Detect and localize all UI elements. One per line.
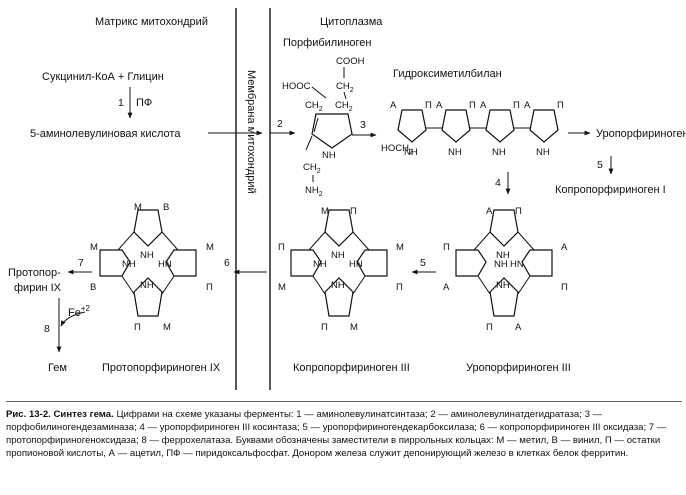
figure-caption: Рис. 13-2. Синтез гема. Цифрами на схеме… (6, 401, 682, 494)
svg-text:П: П (469, 100, 476, 111)
heme-synthesis-diagram: Матрикс митохондрий Цитоплазма Мембрана … (8, 8, 686, 390)
svg-text:А: А (390, 100, 397, 111)
coprogen3-sub: П (396, 282, 403, 293)
protogen9-sub: М (206, 242, 214, 253)
caption-paragraph: Рис. 13-2. Синтез гема. Цифрами на схеме… (6, 408, 682, 460)
svg-text:NH: NH (313, 259, 327, 270)
protoporphyrin-label-2: фирин IX (14, 282, 62, 294)
svg-text:HOOC: HOOC (282, 81, 311, 92)
cytoplasm-label: Цитоплазма (320, 16, 383, 28)
fe-arrow (60, 311, 86, 327)
step5-number: 5 (420, 257, 426, 269)
hydroxymethylbilane-structure: Гидроксиметилбилан HOCH2 А П А П А П А П… (381, 68, 564, 158)
urogen3-structure: NH HN NH NH (455, 209, 553, 317)
svg-text:HN: HN (510, 259, 524, 270)
urogen3-sub: П (515, 206, 522, 217)
svg-text:CH2: CH2 (303, 162, 321, 175)
matrix-label: Матрикс митохондрий (95, 16, 208, 28)
svg-text:А: А (524, 100, 531, 111)
svg-text:HN: HN (158, 259, 172, 270)
svg-text:NH: NH (331, 280, 345, 291)
step5-copro1-number: 5 (597, 159, 603, 171)
pf-label: ПФ (136, 97, 152, 109)
svg-text:COOH: COOH (336, 56, 365, 67)
urogen3-sub: П (561, 282, 568, 293)
svg-text:П: П (557, 100, 564, 111)
coprogen3-sub: П (278, 242, 285, 253)
protogen9-sub: М (90, 242, 98, 253)
protogen9-label: Протопорфириноген IX (102, 362, 221, 374)
fe-label: Fe+2 (68, 304, 91, 319)
urogen3-sub: П (443, 242, 450, 253)
svg-text:CH2: CH2 (305, 100, 323, 113)
protogen9-sub: М (163, 322, 171, 333)
coprogen3-sub: М (278, 282, 286, 293)
coprogen3-structure: NH NH HN NH (290, 209, 388, 317)
svg-text:NH: NH (496, 250, 510, 261)
svg-text:CH2: CH2 (336, 81, 354, 94)
svg-text:П: П (425, 100, 432, 111)
svg-text:CH2: CH2 (335, 100, 353, 113)
svg-text:NH: NH (448, 147, 462, 158)
svg-text:NH: NH (140, 250, 154, 261)
svg-text:NH: NH (494, 259, 508, 270)
svg-text:NH2: NH2 (305, 185, 323, 198)
svg-text:NH: NH (404, 147, 418, 158)
step2-number: 2 (277, 118, 283, 130)
svg-text:NH: NH (140, 280, 154, 291)
heme-label: Гем (48, 362, 67, 374)
hydroxymethylbilane-label: Гидроксиметилбилан (393, 68, 502, 80)
step4-number: 4 (495, 177, 501, 189)
step8-number: 8 (44, 323, 50, 335)
urogen3-sub: А (561, 242, 568, 253)
svg-text:NH: NH (322, 150, 336, 161)
step3-number: 3 (360, 119, 366, 131)
protogen9-sub: В (163, 202, 169, 213)
coprogen3-sub: М (350, 322, 358, 333)
protoporphyrin-label-1: Протопор- (8, 267, 61, 279)
svg-text:NH: NH (122, 259, 136, 270)
coprogen3-sub: М (396, 242, 404, 253)
ala-label: 5-аминолевулиновая кислота (30, 128, 181, 140)
caption-text: Цифрами на схеме указаны ферменты: 1 — а… (6, 409, 667, 459)
coprogen3-sub: М (321, 206, 329, 217)
svg-text:NH: NH (331, 250, 345, 261)
mitochondrial-membrane: Мембрана митохондрий (235, 8, 271, 390)
step1-number: 1 (118, 97, 124, 109)
svg-text:NH: NH (536, 147, 550, 158)
caption-title: Рис. 13-2. Синтез гема. (6, 409, 114, 420)
protogen9-sub: М (134, 202, 142, 213)
urogen3-sub: А (515, 322, 522, 333)
svg-text:HN: HN (349, 259, 363, 270)
coprogen3-sub: П (321, 322, 328, 333)
protogen9-sub: П (206, 282, 213, 293)
svg-text:А: А (480, 100, 487, 111)
svg-text:NH: NH (492, 147, 506, 158)
coprogen3-label: Копропорфириноген III (293, 362, 410, 374)
copro1-label: Копропорфириноген I (555, 184, 666, 196)
step6-number: 6 (224, 257, 230, 269)
succinyl-coa-glycine: Сукцинил-КоА + Глицин (42, 71, 164, 83)
urogen3-sub: П (486, 322, 493, 333)
coprogen3-sub: П (350, 206, 357, 217)
porphobilinogen-structure: Порфибилиноген COOH CH2 HOOC CH2 CH2 NH … (282, 37, 372, 198)
svg-text:HOCH2: HOCH2 (381, 143, 413, 156)
svg-text:NH: NH (496, 280, 510, 291)
step7-number: 7 (78, 257, 84, 269)
urogen3-sub: А (443, 282, 450, 293)
protogen9-structure: NH NH HN NH (99, 209, 197, 317)
porphobilinogen-label: Порфибилиноген (283, 37, 372, 49)
svg-text:П: П (513, 100, 520, 111)
svg-text:А: А (436, 100, 443, 111)
uro1-label: Уропорфириноген I (596, 128, 686, 140)
protogen9-sub: П (134, 322, 141, 333)
urogen3-sub: А (486, 206, 493, 217)
membrane-label: Мембрана митохондрий (245, 70, 257, 194)
urogen3-label: Уропорфириноген III (466, 362, 571, 374)
protogen9-sub: В (90, 282, 96, 293)
